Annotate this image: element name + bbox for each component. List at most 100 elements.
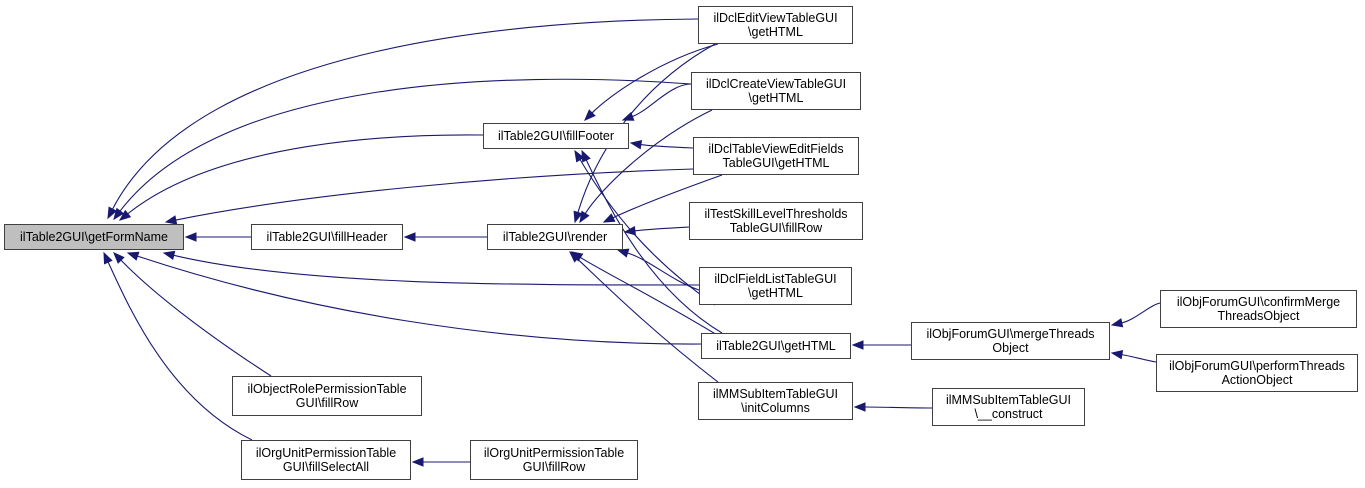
edge-line [173, 254, 700, 286]
node-label-line: Object [992, 341, 1029, 355]
edge-mmConstruct-to-mmInitColumns [853, 402, 933, 412]
node-createView[interactable]: ilDclCreateViewTableGUI\getHTML [691, 72, 861, 110]
node-label: ilMMSubItemTableGUI\initColumns [713, 387, 838, 415]
node-label-line: ilDclCreateViewTableGUI [705, 77, 847, 91]
node-label-line: GUI\fillSelectAll [282, 460, 370, 474]
node-label-line: ilObjectRolePermissionTable [247, 382, 407, 396]
edge-line [584, 109, 713, 214]
node-label-line: ilMMSubItemTableGUI [945, 393, 1072, 407]
edge-line [585, 159, 723, 334]
node-label: ilDclFieldListTableGUI\getHTML [714, 272, 836, 300]
arrowhead-icon [1110, 318, 1124, 328]
arrowhead-icon [851, 340, 864, 350]
node-label: ilDclCreateViewTableGUI\getHTML [706, 77, 846, 105]
arrowhead-icon [113, 207, 125, 221]
node-label-line: ilTestSkillLevelThresholds [704, 207, 848, 221]
edge-confirmMerge-to-mergeThreads [1110, 302, 1161, 328]
arrowhead-icon [569, 251, 581, 263]
edge-line [1121, 302, 1161, 324]
node-label-line: ilMMSubItemTableGUI [712, 387, 839, 401]
edge-line [580, 256, 723, 339]
edge-line [107, 261, 253, 441]
node-label-line: ThreadsObject [1217, 309, 1300, 323]
node-label-line: ilOrgUnitPermissionTable [483, 446, 625, 460]
arrowhead-icon [126, 251, 140, 261]
edge-line [627, 252, 700, 291]
node-fillFooter[interactable]: ilTable2GUI\fillFooter [483, 123, 629, 149]
arrowhead-icon [403, 232, 416, 242]
node-render[interactable]: ilTable2GUI\render [487, 224, 623, 250]
arrowhead-icon [164, 215, 178, 225]
arrowhead-icon [103, 251, 113, 265]
arrowhead-icon [623, 226, 636, 236]
node-label-line: GUI\fillRow [295, 396, 359, 410]
arrowhead-icon [581, 149, 591, 163]
arrowhead-icon [616, 248, 630, 258]
arrowhead-icon [629, 139, 643, 150]
edge-fillHeader-to-getFormName [184, 232, 251, 242]
arrowhead-icon [118, 209, 132, 221]
edge-editView-to-getFormName [107, 18, 699, 220]
node-label-line: ilTable2GUI\getFormName [20, 230, 168, 244]
edge-mergeThreads-to-t2getHTML [851, 340, 912, 350]
node-mmConstruct[interactable]: ilMMSubItemTableGUI\__construct [932, 388, 1085, 426]
node-label: ilTable2GUI\fillHeader [267, 230, 388, 244]
edge-fieldList-to-getFormName [162, 250, 700, 286]
edge-line [640, 144, 694, 149]
node-label-line: ilTable2GUI\fillHeader [266, 230, 388, 244]
arrowhead-icon [184, 232, 197, 242]
node-label-line: \getHTML [748, 91, 804, 105]
edge-line [137, 255, 702, 345]
node-fillHeader[interactable]: ilTable2GUI\fillHeader [251, 224, 403, 250]
edge-createView-to-getFormName [113, 78, 692, 221]
edge-tableViewEditFields-to-fillFooter [629, 139, 694, 150]
node-fieldList[interactable]: ilDclFieldListTableGUI\getHTML [699, 267, 852, 305]
edge-t2getHTML-to-getFormName [126, 251, 702, 345]
node-mmInitColumns[interactable]: ilMMSubItemTableGUI\initColumns [698, 382, 853, 420]
edge-t2getHTML-to-fillFooter [581, 149, 723, 334]
node-label-line: ilObjForumGUI\mergeThreads [926, 327, 1095, 341]
edge-render-to-fillHeader [403, 232, 487, 242]
node-label: ilMMSubItemTableGUI\__construct [946, 393, 1071, 421]
arrowhead-icon [584, 109, 596, 121]
edge-line [120, 259, 272, 377]
edge-tableViewEditFields-to-getFormName [164, 168, 694, 225]
edge-line [632, 83, 692, 118]
edge-line [112, 18, 699, 210]
node-t2getHTML[interactable]: ilTable2GUI\getHTML [701, 333, 851, 359]
arrowhead-icon [113, 252, 125, 264]
edge-performThreads-to-mergeThreads [1110, 350, 1157, 363]
node-label-line: \__construct [974, 407, 1043, 421]
node-label-line: ActionObject [1221, 373, 1293, 387]
node-getFormName: ilTable2GUI\getFormName [4, 224, 184, 250]
node-label-line: ilObjForumGUI\confirmMerge [1176, 295, 1341, 309]
node-label-line: ilTable2GUI\render [502, 230, 608, 244]
edge-line [612, 174, 723, 219]
arrowhead-icon [411, 457, 424, 467]
node-label-line: \getHTML [748, 286, 803, 300]
edge-line [127, 134, 484, 215]
edge-line [119, 78, 692, 212]
node-editView[interactable]: ilDclEditViewTableGUI\getHTML [698, 6, 853, 44]
edge-editView-to-fillFooter [584, 43, 719, 121]
edge-fieldList-to-render [616, 248, 700, 291]
edge-orgSelectAll-to-getFormName [103, 251, 253, 441]
node-label-line: ilOrgUnitPermissionTable [255, 446, 397, 460]
edge-line [591, 43, 719, 114]
node-label-line: ilDclTableViewEditFields [708, 142, 844, 156]
edge-line [1121, 354, 1157, 363]
edge-objRolePerm-to-getFormName [113, 252, 272, 377]
node-label-line: GUI\fillRow [522, 460, 586, 474]
